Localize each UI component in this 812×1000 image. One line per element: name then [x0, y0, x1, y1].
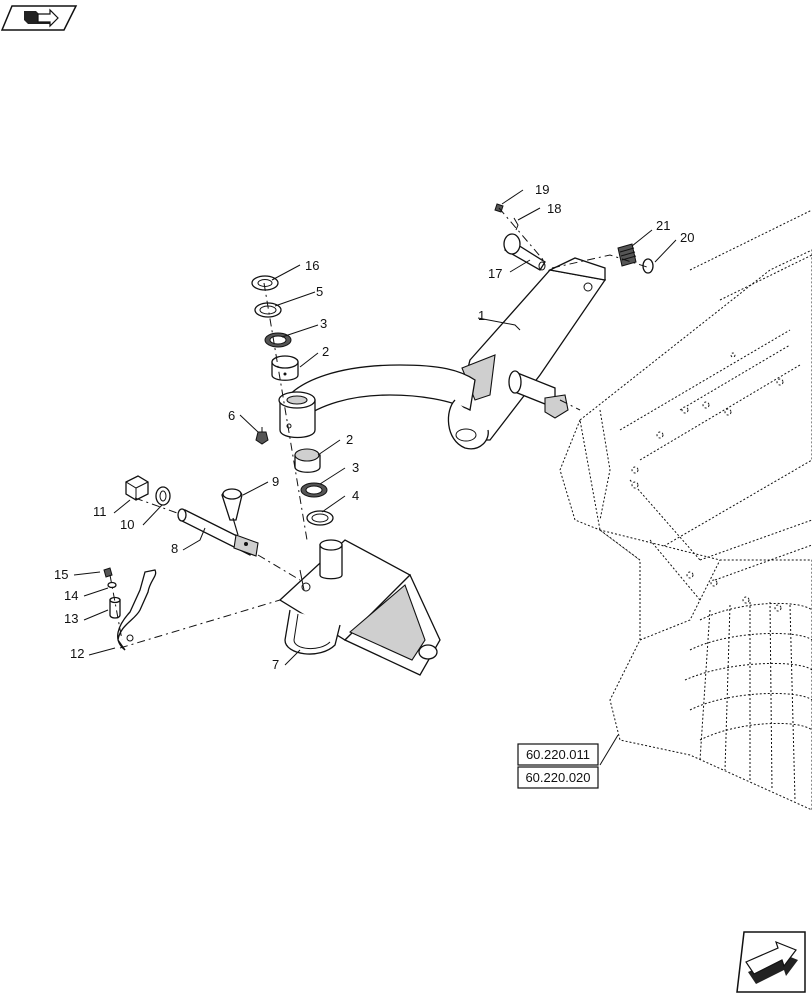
section-navigation-icon[interactable]	[0, 5, 78, 31]
callout-2a: 2	[322, 344, 329, 359]
pin-17[interactable]	[503, 233, 546, 271]
seal-3-lower[interactable]	[300, 482, 328, 498]
pin-8[interactable]	[177, 508, 259, 557]
callout-6: 6	[228, 408, 235, 423]
callout-16: 16	[305, 258, 319, 273]
callout-15: 15	[54, 567, 68, 582]
callout-17: 17	[488, 266, 502, 281]
callout-12: 12	[70, 646, 84, 661]
callout-18: 18	[547, 201, 561, 216]
drawbar-arm[interactable]	[284, 257, 607, 450]
screw-15[interactable]	[103, 567, 113, 578]
nut-11[interactable]	[125, 475, 149, 501]
spring-21[interactable]	[617, 243, 637, 267]
bushing-2-lower[interactable]	[294, 448, 321, 473]
callout-labels: 1 2 3 5 16 6 2 3 4 9 11 10 8 7 12 13 14 …	[54, 182, 694, 672]
sleeve-13[interactable]	[109, 596, 121, 619]
jack-bracket[interactable]	[278, 539, 441, 676]
lynch-pin-9[interactable]	[221, 488, 243, 536]
callout-8: 8	[171, 541, 178, 556]
washer-14[interactable]	[107, 581, 117, 589]
callout-5: 5	[316, 284, 323, 299]
callout-21: 21	[656, 218, 670, 233]
grease-fitting-6[interactable]	[255, 427, 269, 445]
latch-bracket-12[interactable]	[117, 569, 157, 651]
callout-3a: 3	[320, 316, 327, 331]
washer-10[interactable]	[155, 486, 171, 506]
reference-label-2: 60.220.020	[525, 770, 590, 785]
callout-11: 11	[93, 504, 107, 519]
alignment-lines	[109, 207, 651, 649]
callout-10: 10	[120, 517, 134, 532]
callout-20: 20	[680, 230, 694, 245]
swivel-tube	[278, 391, 316, 439]
callout-1: 1	[478, 308, 485, 323]
callout-7: 7	[272, 657, 279, 672]
reference-box-2[interactable]: 60.220.020	[517, 766, 599, 789]
baler-body-outline	[559, 209, 812, 811]
leader-lines	[73, 189, 677, 766]
callout-4: 4	[352, 488, 359, 503]
washer-4[interactable]	[306, 510, 334, 526]
callout-19: 19	[535, 182, 549, 197]
callout-9: 9	[272, 474, 279, 489]
pin-18[interactable]	[513, 217, 519, 231]
callout-2b: 2	[346, 432, 353, 447]
callout-13: 13	[64, 611, 78, 626]
reference-label-1: 60.220.011	[526, 747, 590, 762]
reference-box-1[interactable]: 60.220.011	[517, 743, 599, 766]
next-page-arrow-icon[interactable]	[736, 931, 806, 993]
callout-14: 14	[64, 588, 78, 603]
bushing-2-upper[interactable]	[271, 355, 299, 381]
callout-3b: 3	[352, 460, 359, 475]
